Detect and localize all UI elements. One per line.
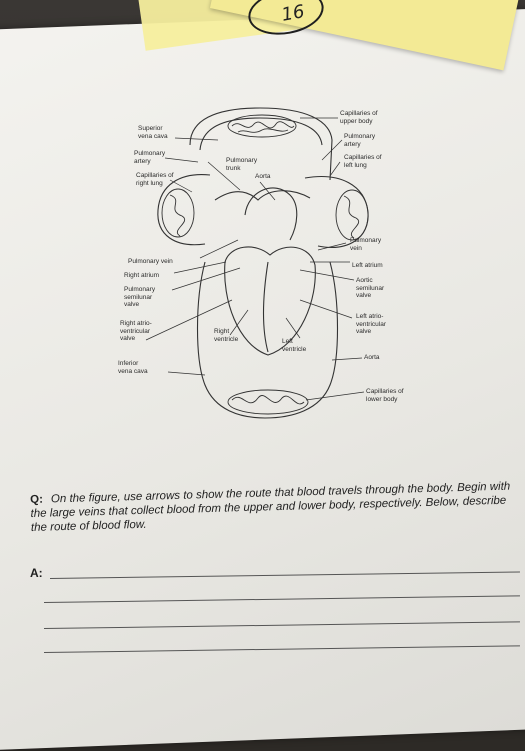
label-aorta-bottom: Aorta	[364, 354, 380, 361]
label-right-ventricle: Right ventricle	[214, 328, 239, 343]
heart-septum	[262, 261, 269, 353]
body-loop	[196, 261, 339, 419]
aorta-arch	[244, 187, 298, 241]
heart-outline	[224, 246, 316, 356]
lung-loop-right	[157, 174, 211, 246]
question-label: Q:	[30, 493, 44, 506]
label-capillaries-lower-body: Capillaries of lower body	[366, 388, 404, 403]
label-pulmonary-vein-right: Pulmonary vein	[350, 237, 382, 252]
label-right-av-valve: Right atrio- ventricular valve	[120, 320, 152, 342]
label-superior-vena-cava: Superior vena cava	[138, 125, 168, 140]
answer-label: A:	[30, 566, 43, 580]
label-capillaries-left-lung: Capillaries of left lung	[344, 154, 382, 169]
pulmonary-arteries	[214, 190, 311, 201]
label-pulmonary-artery-left: Pulmonary artery	[134, 150, 166, 165]
label-left-ventricle: Left ventricle	[282, 338, 307, 353]
label-pulmonary-artery-right: Pulmonary artery	[344, 133, 376, 148]
label-right-atrium: Right atrium	[124, 272, 160, 279]
capillaries-upper-body	[227, 114, 297, 138]
upper-body-loop-inner	[199, 117, 323, 151]
label-left-atrium: Left atrium	[352, 262, 383, 269]
circulation-diagram	[145, 107, 369, 419]
label-capillaries-right-lung: Capillaries of right lung	[136, 172, 174, 187]
label-aorta-top: Aorta	[255, 173, 271, 180]
upper-body-loop	[189, 107, 333, 181]
label-pulmonary-vein-left: Pulmonary vein	[128, 258, 173, 265]
label-capillaries-upper-body: Capillaries of upper body	[340, 110, 378, 125]
label-left-av-valve: Left atrio- ventricular valve	[356, 313, 386, 335]
capillaries-right-lung	[161, 188, 195, 238]
label-pulmonary-semilunar-valve: Pulmonary semilunar valve	[124, 286, 156, 308]
capillaries-left-lung	[335, 189, 369, 241]
label-inferior-vena-cava: Inferior vena cava	[118, 360, 148, 375]
label-aortic-semilunar-valve: Aortic semilunar valve	[356, 277, 385, 299]
capillaries-lower-body	[227, 389, 309, 415]
label-pulmonary-trunk: Pulmonary trunk	[226, 157, 258, 172]
